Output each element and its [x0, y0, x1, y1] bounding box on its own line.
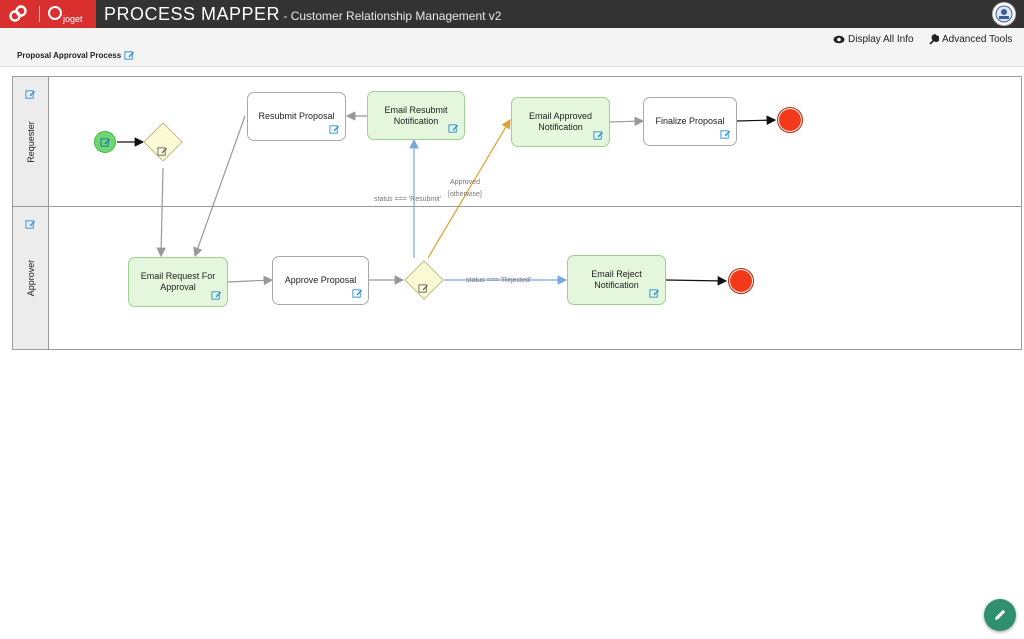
start-event[interactable] — [94, 131, 116, 153]
top-bar: joget PROCESS MAPPER - Customer Relation… — [0, 0, 1024, 28]
edit-icon[interactable] — [593, 130, 604, 141]
wrench-icon — [929, 34, 939, 45]
activity-label: Approve Proposal — [284, 275, 357, 285]
activity-label: Email Request For Approval — [140, 271, 216, 292]
activity-label: Email Resubmit Notification — [384, 104, 448, 126]
activity-label: Email Reject Notification — [591, 269, 642, 290]
flow-label-rejected: status === 'Rejected' — [466, 277, 532, 284]
joget-logo-icon — [48, 6, 62, 20]
edit-icon[interactable] — [157, 146, 168, 157]
activity-label: Resubmit Proposal — [258, 111, 335, 121]
activity-resubmit-proposal[interactable]: Resubmit Proposal — [247, 92, 346, 141]
pencil-icon — [995, 609, 1006, 620]
activity-email-reject-notification[interactable]: Email Reject Notification — [567, 255, 666, 305]
edit-icon[interactable] — [649, 288, 660, 299]
end-event-rejected[interactable] — [728, 268, 754, 294]
activity-approve-proposal[interactable]: Approve Proposal — [272, 256, 369, 305]
lane-header: Requester — [13, 77, 49, 206]
flow-label-approved: Approved — [450, 179, 480, 186]
advanced-tools-label: Advanced Tools — [942, 34, 1013, 45]
edit-icon[interactable] — [329, 124, 340, 135]
advanced-tools-button[interactable]: Advanced Tools — [928, 34, 1012, 45]
lane-label: Requester — [25, 120, 36, 163]
process-name: Proposal Approval Process — [17, 50, 135, 61]
edit-icon[interactable] — [720, 129, 731, 140]
display-all-info-label: Display All Info — [848, 34, 914, 45]
edit-icon[interactable] — [124, 50, 135, 61]
process-name-text: Proposal Approval Process — [17, 51, 122, 60]
app-title: PROCESS MAPPER - Customer Relationship M… — [104, 4, 501, 25]
activity-email-approved-notification[interactable]: Email Approved Notification — [511, 97, 610, 147]
lane-header: Approver — [13, 207, 49, 349]
avatar[interactable] — [992, 2, 1016, 26]
activity-finalize-proposal[interactable]: Finalize Proposal — [643, 97, 737, 146]
display-all-info-button[interactable]: Display All Info — [833, 34, 914, 45]
end-event-approved[interactable] — [777, 107, 803, 133]
avatar-icon — [995, 5, 1013, 23]
activity-label: Finalize Proposal — [655, 116, 725, 126]
app-title-text: PROCESS MAPPER — [104, 4, 281, 24]
edit-icon[interactable] — [211, 290, 222, 301]
edit-icon[interactable] — [418, 283, 429, 294]
app-subtitle: - Customer Relationship Management v2 — [280, 9, 502, 23]
lane-label: Approver — [25, 259, 36, 297]
edit-icon[interactable] — [25, 89, 36, 100]
activity-label: Email Approved Notification — [528, 111, 593, 132]
flow-label-resubmit: status === 'Resubmit' — [374, 196, 442, 203]
toolbar: Proposal Approval Process Display All In… — [0, 28, 1024, 67]
edit-icon[interactable] — [448, 123, 459, 134]
edit-icon[interactable] — [100, 137, 111, 148]
edit-icon[interactable] — [352, 288, 363, 299]
logo-text: joget — [63, 14, 83, 24]
logo-icon — [9, 5, 27, 22]
flow-label-otherwise: [otherwise] — [448, 191, 482, 198]
activity-email-resubmit-notification[interactable]: Email Resubmit Notification — [367, 91, 465, 140]
edit-fab-button[interactable] — [984, 599, 1016, 631]
logo-divider — [39, 6, 40, 22]
edit-icon[interactable] — [25, 219, 36, 230]
activity-email-request-for-approval[interactable]: Email Request For Approval — [128, 257, 228, 307]
logo[interactable]: joget — [0, 0, 96, 28]
eye-icon — [833, 35, 845, 44]
